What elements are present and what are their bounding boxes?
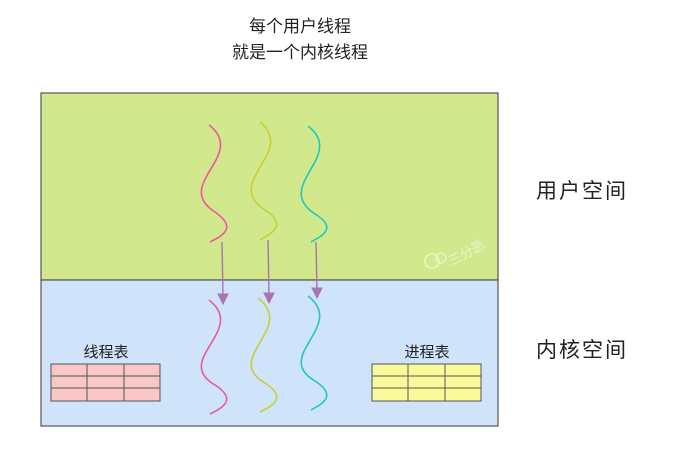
arrow-head-2-icon	[263, 292, 275, 305]
user-thread-2-icon	[250, 121, 278, 241]
wechat-logo-icon	[424, 253, 440, 269]
arrow-head-3-icon	[311, 287, 323, 300]
user-space-label: 用户空间	[536, 179, 628, 203]
user-space-region	[40, 92, 499, 281]
mapping-arrows	[217, 239, 323, 306]
diagram-title: 每个用户线程 就是一个内核线程	[140, 14, 460, 66]
kernel-threads	[200, 295, 328, 415]
thread-table-label: 线程表	[83, 343, 129, 361]
kernel-thread-1-icon	[200, 299, 228, 415]
kernel-space-label: 内核空间	[536, 338, 628, 362]
thread-table	[50, 363, 161, 402]
user-threads	[200, 121, 328, 243]
kernel-space-region	[40, 279, 499, 427]
process-table-label: 进程表	[404, 343, 450, 361]
user-thread-1-icon	[200, 124, 228, 243]
process-table	[371, 363, 482, 402]
title-line-1: 每个用户线程	[249, 17, 351, 37]
arrow-head-1-icon	[217, 293, 229, 306]
kernel-thread-2-icon	[250, 297, 278, 413]
user-thread-3-icon	[300, 125, 328, 243]
title-line-2: 就是一个内核线程	[232, 43, 368, 63]
kernel-thread-3-icon	[300, 295, 328, 411]
